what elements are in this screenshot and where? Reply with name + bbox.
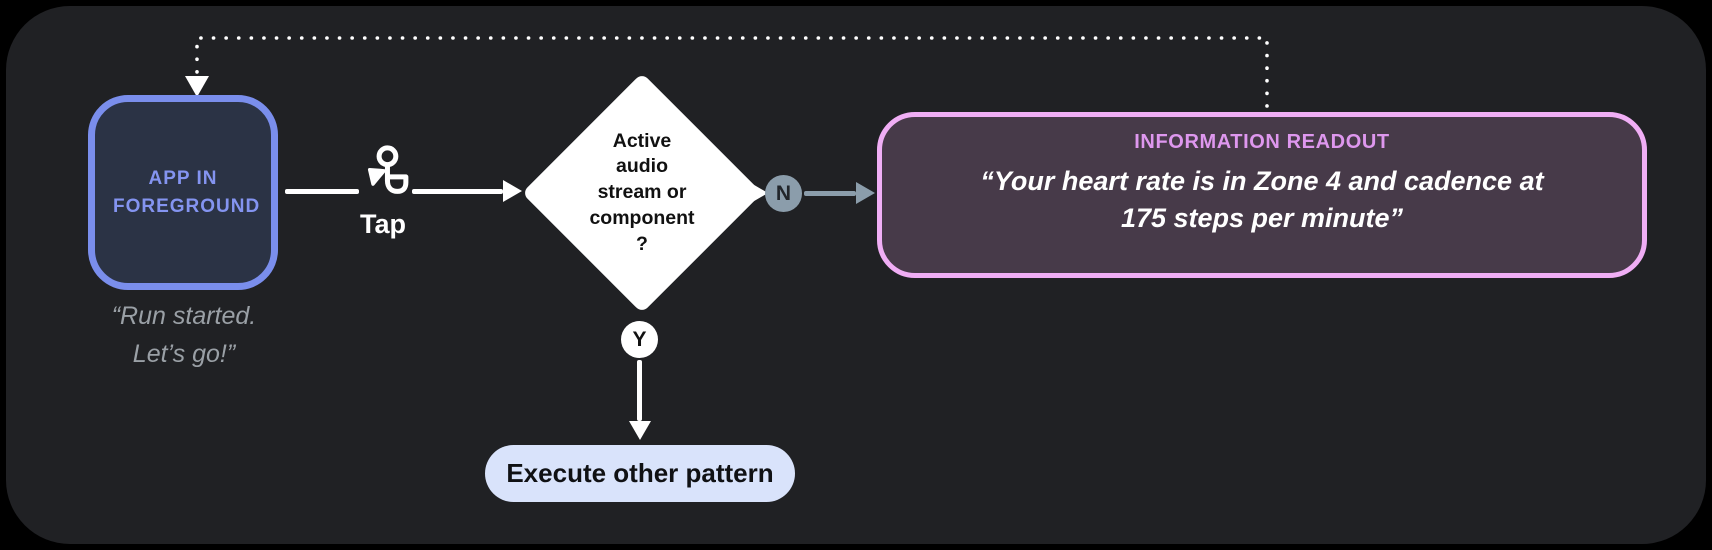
edge-y-to-action — [637, 360, 642, 421]
edge-n-to-readout — [804, 191, 856, 196]
arrowhead-into-readout-icon — [856, 182, 875, 204]
tap-edge-label: Tap — [360, 209, 406, 239]
arrowhead-into-action-icon — [629, 421, 651, 440]
tap-gesture: Tap — [345, 144, 421, 240]
tap-gesture-icon — [367, 145, 409, 194]
readout-quote: “Your heart rate is in Zone 4 and cadenc… — [980, 166, 1544, 234]
node-execute-other-pattern: Execute other pattern — [485, 445, 795, 502]
arrowhead-into-n-icon — [749, 182, 768, 204]
arrowhead-into-decision-icon — [503, 180, 522, 202]
app-in-foreground-label: APP IN FOREGROUND — [113, 167, 261, 217]
edge-tap-to-decision — [412, 189, 503, 194]
node-app-in-foreground: APP IN FOREGROUND — [88, 95, 278, 290]
branch-n-badge: N — [765, 175, 802, 212]
readout-title: INFORMATION READOUT — [1134, 131, 1390, 153]
run-started-caption: “Run started. Let’s go!” — [111, 302, 257, 368]
decision-label: Active audio stream or component ? — [589, 129, 695, 255]
edge-app-to-tap — [285, 189, 359, 194]
branch-y-badge: Y — [621, 321, 658, 358]
node-information-readout: INFORMATION READOUT “Your heart rate is … — [877, 112, 1647, 278]
